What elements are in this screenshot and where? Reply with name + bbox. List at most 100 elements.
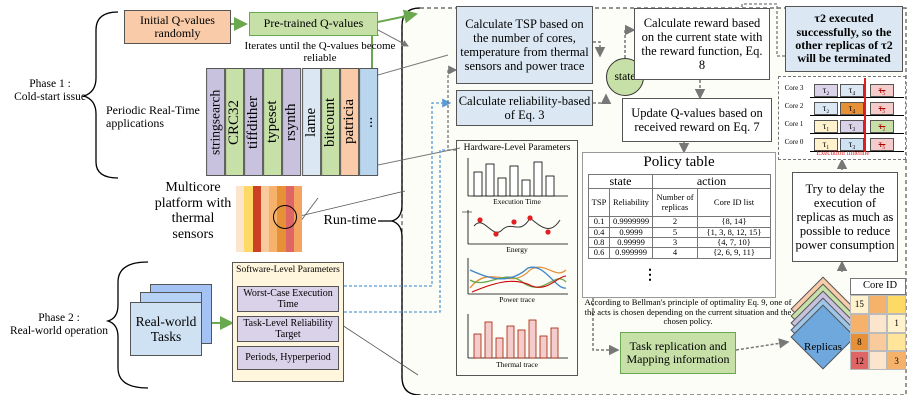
replicas-label: Replicas — [804, 341, 842, 353]
benchmark-7: bitcount — [320, 68, 340, 176]
policy-cell: 0.8 — [588, 236, 610, 249]
policy-cell: {1, 3, 8, 12, 15} — [697, 226, 771, 238]
col-header-tsp: TSP — [588, 188, 610, 218]
core-id-cell — [868, 295, 888, 314]
thermal-cell — [269, 219, 278, 228]
multicore-label: Multicore platform with thermal sensors — [154, 180, 232, 243]
thermal-cell — [252, 243, 261, 252]
task-block: τ₅ — [870, 84, 894, 97]
thermal-cell — [244, 243, 253, 252]
thermal-cell — [260, 202, 269, 211]
thermal-cell — [236, 235, 245, 244]
thermal-cell — [260, 227, 269, 236]
benchmark-6: lame — [301, 68, 321, 176]
col-header-core-list: Core ID list — [697, 188, 771, 218]
thermal-cell — [277, 235, 286, 244]
thermal-cell — [285, 194, 294, 203]
core-id-cell: 3 — [887, 351, 906, 370]
policy-cell: 0.4 — [588, 226, 610, 238]
thermal-cell — [293, 219, 302, 228]
thermal-cell — [252, 235, 261, 244]
benchmark-5: rsynth — [282, 68, 302, 176]
exec-time-plot — [467, 158, 568, 197]
core-row-label: Core 1 — [784, 120, 804, 128]
plot-label-energy: Energy — [506, 245, 528, 254]
calc-tsp-box: Calculate TSP based on the number of cor… — [456, 6, 593, 84]
hardware-params-title: Hardware-Level Parameters — [463, 143, 571, 153]
core-row-label: Core 2 — [784, 102, 804, 110]
task-block: τ₂ — [814, 102, 838, 115]
bellman-note: According to Bellman's principle of opti… — [584, 297, 792, 327]
core-row-axis — [810, 151, 904, 152]
thermal-cell — [236, 194, 245, 203]
zoom-circle — [273, 205, 297, 229]
policy-cell: {2, 6, 9, 11} — [697, 247, 771, 259]
phase2-label: Phase 2 : Real-world operation — [9, 312, 109, 337]
benchmark-2: CRC32 — [225, 68, 245, 176]
thermal-cell — [260, 210, 269, 219]
thermal-cell — [260, 235, 269, 244]
thermal-cell — [293, 235, 302, 244]
core-row-axis — [810, 97, 904, 98]
thermal-cell — [252, 210, 261, 219]
update-q-box: Update Q-values based on received reward… — [622, 98, 772, 142]
plot-label-exec-time: Execution Time — [493, 197, 541, 206]
timeline-marker — [864, 78, 866, 152]
calc-reliability-box: Calculate reliability-based of Eq. 3 — [456, 90, 593, 126]
policy-table: state action TSP Reliability Number of r… — [588, 173, 771, 259]
thermal-cell — [252, 227, 261, 236]
thermal-cell — [277, 194, 286, 203]
policy-action-header: action — [652, 173, 771, 190]
thermal-cell — [269, 235, 278, 244]
thermal-cell — [236, 202, 245, 211]
task-block: τ₅ — [870, 138, 894, 151]
core-id-label: Core ID — [862, 280, 898, 291]
thermal-cell — [252, 186, 261, 195]
thermal-cell — [277, 227, 286, 236]
task-block: τ₂ — [814, 84, 838, 97]
core-row-label: Core 0 — [784, 138, 804, 146]
pretrained-q-values-box: Pre-trained Q-values — [249, 12, 378, 36]
thermal-cell — [244, 194, 253, 203]
delay-execution-box: Try to delay the execution of replicas a… — [792, 172, 898, 262]
thermal-grid — [236, 186, 302, 252]
core-id-cell — [850, 313, 869, 333]
thermal-cell — [260, 194, 269, 203]
thermal-cell — [285, 235, 294, 244]
executed-note-box: τ2 executed successfully, so the other r… — [785, 6, 903, 72]
thermal-cell — [236, 227, 245, 236]
real-world-tasks: Real-world Tasks — [130, 302, 202, 356]
task-block: τ₅ — [870, 102, 894, 115]
policy-cell: {4, 7, 10} — [697, 236, 771, 249]
core-id-cell — [868, 332, 888, 352]
thermal-cell — [269, 186, 278, 195]
core-row-axis — [810, 115, 904, 116]
periodic-apps-label: Periodic Real-Time applications — [106, 103, 200, 131]
core-id-cell: 15 — [850, 295, 869, 314]
thermal-cell — [285, 243, 294, 252]
policy-ellipsis: ⋮ — [643, 268, 657, 283]
core-id-cell: 12 — [850, 351, 869, 370]
thermal-cell — [260, 243, 269, 252]
thermal-cell — [252, 194, 261, 203]
policy-cell: 0.9999999 — [609, 216, 653, 228]
policy-cell: 5 — [652, 226, 698, 238]
plot-label-power: Power trace — [499, 295, 535, 304]
benchmark-9: ... — [358, 68, 378, 176]
task-block: τ₄ — [840, 84, 864, 97]
benchmark-1: stringsearch — [206, 68, 226, 176]
initial-q-values-box: Initial Q-values randomly — [124, 10, 231, 44]
thermal-cell — [244, 202, 253, 211]
replicas-diamond — [788, 276, 858, 378]
task-block: τ₂ — [870, 120, 894, 133]
thermal-cell — [293, 194, 302, 203]
calc-reward-box: Calculate reward based on the current st… — [634, 8, 770, 80]
policy-cell: 0.999999 — [609, 247, 653, 259]
iterate-note: Iterates until the Q-values become relia… — [244, 40, 396, 65]
core-id-cell — [887, 295, 906, 314]
